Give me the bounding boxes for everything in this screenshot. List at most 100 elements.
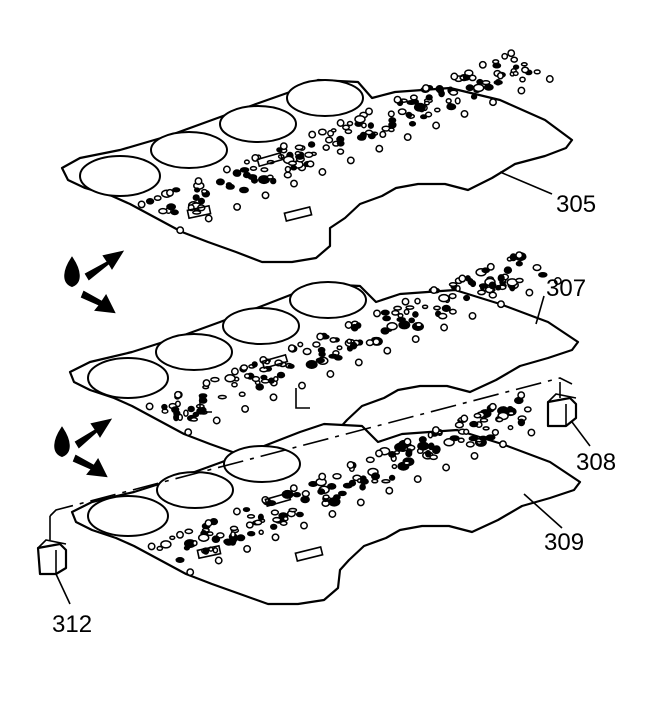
bolt-hole (166, 188, 174, 197)
plate-307 (68, 251, 580, 466)
passage-hole (425, 94, 433, 101)
passage-hole (465, 441, 475, 448)
arrow-down-right-icon (72, 454, 108, 478)
passage-hole (161, 403, 168, 411)
passage-hole (386, 322, 398, 331)
passage-hole (360, 475, 367, 483)
passage-hole (393, 305, 403, 311)
passage-hole (365, 456, 375, 464)
passage-hole (438, 90, 445, 98)
passage-hole (192, 539, 198, 547)
passage-hole (206, 531, 214, 537)
bolt-hole (403, 437, 412, 446)
passage-hole (260, 374, 268, 380)
bolt-hole (429, 286, 438, 295)
passage-hole (257, 513, 264, 521)
passage-hole (272, 376, 279, 382)
passage-hole (523, 406, 532, 413)
callout-305: 305 (556, 191, 596, 218)
passage-hole (258, 175, 270, 185)
plate-307-slots (199, 353, 310, 413)
passage-hole (330, 128, 337, 133)
bolt-hole (527, 428, 536, 437)
passage-hole (469, 420, 479, 428)
passage-hole (173, 413, 180, 422)
bolt-hole (431, 426, 440, 435)
passage-hole (338, 490, 347, 497)
bolt-hole (232, 507, 241, 516)
passage-hole (239, 186, 249, 194)
passage-hole (379, 130, 387, 139)
plate-309-bores (87, 445, 301, 537)
passage-hole (412, 99, 419, 105)
passage-hole (333, 494, 341, 501)
passage-hole (287, 363, 295, 369)
passage-hole (342, 124, 350, 131)
passage-hole (482, 426, 490, 431)
bolt-hole (507, 49, 516, 58)
passage-hole (421, 304, 429, 310)
passage-hole (497, 274, 505, 283)
passage-hole (198, 197, 205, 205)
bolt-hole (184, 428, 193, 437)
bolt-hole (517, 86, 526, 95)
bolt-hole (525, 288, 534, 297)
passage-hole (266, 174, 274, 180)
plate-305 (60, 49, 574, 264)
plate-305-holes (137, 49, 554, 235)
bolt-hole (515, 251, 524, 260)
passage-hole (396, 317, 406, 323)
bolt-hole (413, 475, 422, 484)
passage-hole (415, 321, 423, 328)
passage-hole (183, 409, 189, 417)
passage-hole (454, 421, 465, 429)
bolt-hole (230, 367, 239, 376)
passage-hole (485, 434, 496, 441)
passage-hole (239, 167, 250, 173)
passage-hole (380, 327, 390, 335)
passage-hole (270, 509, 280, 516)
bolt-hole (375, 449, 383, 458)
bolt-hole (401, 297, 410, 306)
passage-hole (295, 153, 305, 160)
passage-hole (427, 431, 434, 439)
passage-hole (272, 516, 282, 523)
leader-307 (535, 295, 545, 325)
plate-305-slots (186, 151, 313, 222)
passage-hole (287, 160, 298, 167)
passage-hole (478, 283, 489, 289)
passage-hole (462, 74, 471, 81)
passage-hole (463, 428, 470, 435)
bolt-hole (298, 381, 306, 390)
passage-hole (318, 351, 326, 358)
passage-hole (412, 311, 419, 318)
passage-hole (433, 107, 441, 113)
passage-hole (470, 94, 478, 100)
leader-309 (523, 493, 563, 529)
passage-hole (423, 100, 430, 106)
callout-307: 307 (546, 275, 586, 302)
bolt-hole (279, 142, 288, 151)
passage-hole (465, 84, 475, 92)
arrow-down-right-icon (80, 290, 116, 314)
leader-305 (499, 171, 553, 195)
passage-hole (236, 534, 246, 542)
plate-305-bores (79, 79, 364, 197)
bolt-hole (241, 404, 250, 413)
passage-hole (224, 374, 236, 383)
bolt-hole (450, 72, 459, 81)
passage-hole (408, 317, 416, 324)
passage-hole (521, 66, 530, 74)
bolt-hole (470, 451, 479, 460)
passage-hole (346, 338, 353, 345)
bolt-hole (385, 486, 394, 495)
bolt-hole (212, 416, 221, 425)
plate-309-slots (196, 491, 324, 562)
bolt-hole (271, 533, 280, 542)
passage-hole (448, 308, 457, 315)
passage-hole (360, 122, 367, 129)
fluid-flow-icon-lower (54, 418, 113, 478)
passage-hole (276, 147, 283, 153)
passage-hole (153, 195, 162, 202)
callout-308: 308 (576, 449, 616, 476)
